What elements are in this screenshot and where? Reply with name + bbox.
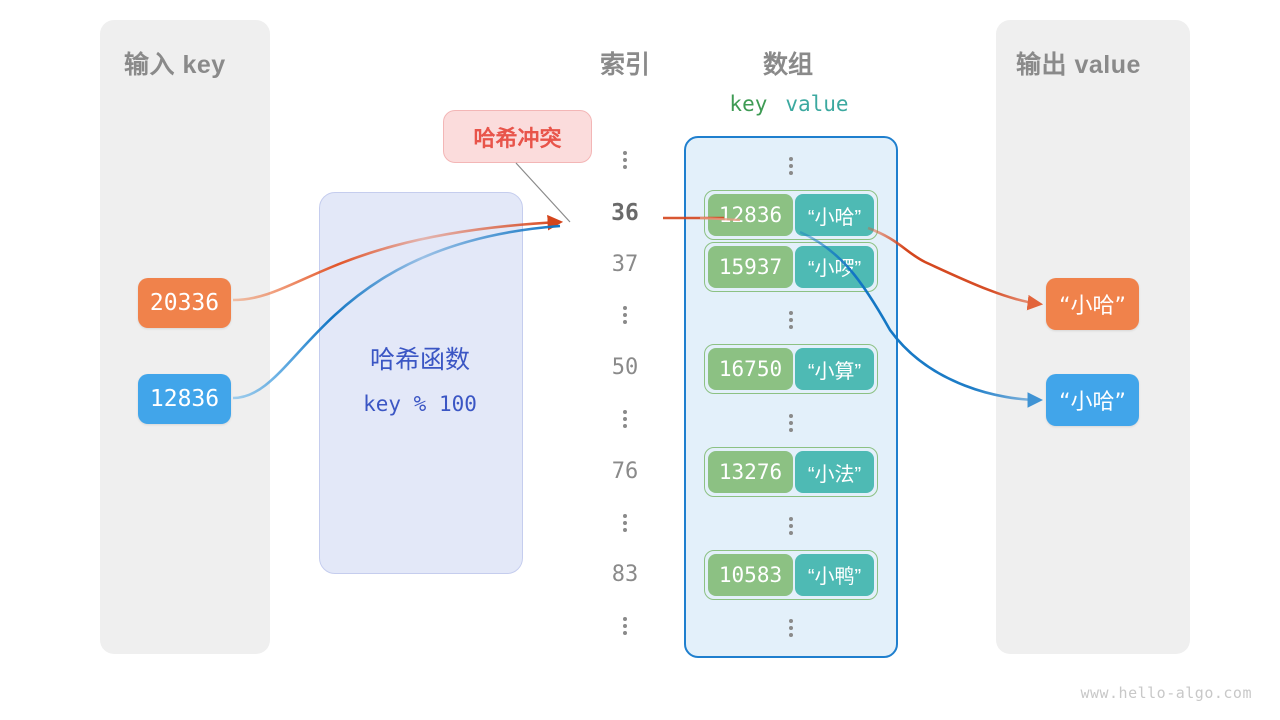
input-panel (100, 20, 270, 654)
index-ellipsis (575, 614, 675, 640)
hash-function-title: 哈希函数 (369, 346, 470, 374)
entry-key: 13276 (708, 451, 793, 494)
array-ellipsis (686, 616, 896, 642)
array-entry: 16750“小算” (704, 344, 878, 395)
index-ellipsis (575, 511, 675, 537)
hash-function-formula: key % 100 (363, 392, 477, 416)
index-label-83: 83 (611, 562, 639, 588)
key-value-header: key value (684, 92, 894, 116)
entry-value: “小算” (795, 348, 874, 391)
array-ellipsis (686, 411, 896, 437)
watermark: www.hello-algo.com (1080, 684, 1252, 702)
index-label-36: 36 (611, 199, 639, 226)
entry-key: 12836 (708, 194, 793, 237)
vertical-dots-icon (789, 308, 793, 329)
output-value-1: “小哈” (1046, 374, 1139, 426)
index-column: 36 37 50 76 83 (575, 136, 675, 654)
array-entry: 12836“小哈” (704, 190, 878, 241)
index-ellipsis (575, 407, 675, 433)
collision-leader-line (515, 162, 571, 223)
entry-value: “小啰” (795, 245, 874, 288)
vertical-dots-icon (623, 148, 627, 169)
array-column-header: 数组 (762, 51, 813, 79)
vertical-dots-icon (623, 511, 627, 532)
array-entry: 15937“小啰” (704, 241, 878, 292)
index-label-76: 76 (611, 458, 639, 484)
array-entry: 13276“小法” (704, 447, 878, 498)
index-column-header: 索引 (599, 51, 650, 79)
vertical-dots-icon (789, 616, 793, 638)
array-ellipsis (686, 308, 896, 334)
index-label-50: 50 (611, 355, 639, 381)
output-panel (996, 20, 1190, 654)
entry-value: “小法” (795, 451, 874, 494)
entry-key: 16750 (708, 348, 793, 391)
input-key-0: 20336 (138, 278, 231, 328)
vertical-dots-icon (789, 154, 793, 175)
hash-collision-callout: 哈希冲突 (443, 110, 592, 163)
index-ellipsis (575, 148, 675, 174)
index-label-37: 37 (611, 251, 639, 277)
input-key-1: 12836 (138, 374, 231, 424)
vertical-dots-icon (623, 614, 627, 636)
key-header-label: key (729, 92, 768, 116)
hash-function-box (319, 192, 523, 574)
entry-value: “小鸭” (795, 553, 874, 596)
vertical-dots-icon (623, 303, 627, 325)
output-panel-title: 输出 value (1016, 51, 1141, 79)
vertical-dots-icon (623, 407, 627, 428)
entry-key: 10583 (708, 553, 793, 596)
output-value-0: “小哈” (1046, 278, 1139, 330)
array-container: 12836“小哈”15937“小啰” 16750“小算” 13276“小法” 1058… (684, 136, 898, 658)
array-ellipsis (686, 514, 896, 540)
entry-key: 15937 (708, 245, 793, 288)
input-panel-title: 输入 key (124, 51, 226, 79)
vertical-dots-icon (789, 514, 793, 535)
vertical-dots-icon (789, 411, 793, 432)
array-entry: 10583“小鸭” (704, 549, 878, 600)
value-header-label: value (785, 92, 849, 116)
array-ellipsis (686, 154, 896, 180)
index-ellipsis (575, 303, 675, 329)
entry-value: “小哈” (795, 194, 874, 237)
